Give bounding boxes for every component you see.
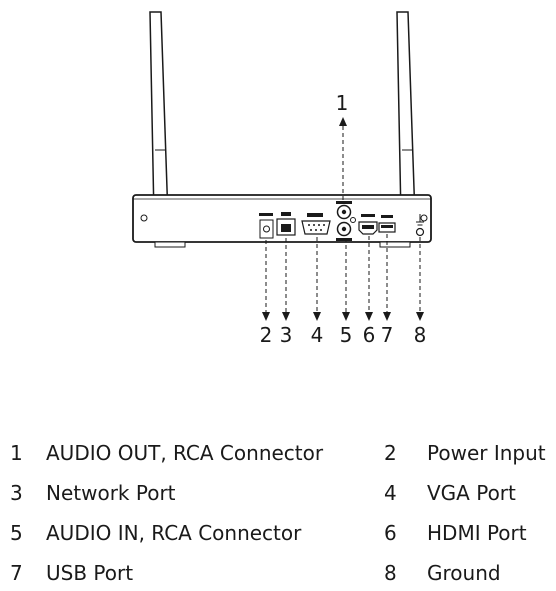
legend-number: 4 bbox=[384, 481, 397, 505]
callout-number-3: 3 bbox=[280, 323, 293, 347]
arrowhead-2 bbox=[262, 312, 270, 321]
arrowhead-7 bbox=[383, 312, 391, 321]
right-antenna bbox=[396, 11, 416, 219]
arrowhead-3 bbox=[282, 312, 290, 321]
nvr-rear-panel-diagram: 1 2 3 4 5 6 7 8 bbox=[132, 11, 432, 347]
callout-number-6: 6 bbox=[363, 323, 376, 347]
audio-out-rca-connector bbox=[336, 201, 352, 220]
callout-number-5: 5 bbox=[340, 323, 353, 347]
arrowhead-4 bbox=[313, 312, 321, 321]
legend-number: 3 bbox=[10, 481, 23, 505]
callout-number-4: 4 bbox=[311, 323, 324, 347]
legend-label: Network Port bbox=[46, 481, 176, 505]
legend-number: 1 bbox=[10, 441, 23, 465]
legend-number: 6 bbox=[384, 521, 397, 545]
callout-number-7: 7 bbox=[381, 323, 394, 347]
callout-number-2: 2 bbox=[260, 323, 273, 347]
left-antenna bbox=[149, 11, 169, 219]
arrowhead-6 bbox=[365, 312, 373, 321]
callout-leaders bbox=[265, 123, 421, 314]
legend-row: 5 AUDIO IN, RCA Connector 6 HDMI Port bbox=[0, 518, 556, 548]
vga-port bbox=[301, 213, 331, 235]
legend-label: VGA Port bbox=[427, 481, 516, 505]
arrowhead-5 bbox=[342, 312, 350, 321]
audio-in-rca-connector bbox=[336, 217, 356, 241]
legend-label: HDMI Port bbox=[427, 521, 527, 545]
arrowhead-8 bbox=[416, 312, 424, 321]
arrowhead-1 bbox=[339, 117, 347, 126]
legend-row: 1 AUDIO OUT, RCA Connector 2 Power Input bbox=[0, 438, 556, 468]
legend-label: USB Port bbox=[46, 561, 134, 585]
callout-number-1: 1 bbox=[336, 91, 349, 115]
legend-number: 8 bbox=[384, 561, 397, 585]
power-input-port bbox=[259, 213, 274, 239]
legend-label: Ground bbox=[427, 561, 501, 585]
ground-terminal bbox=[415, 214, 425, 237]
callout-numbers: 1 2 3 4 5 6 7 8 bbox=[260, 91, 427, 347]
legend-label: Power Input bbox=[427, 441, 546, 465]
legend-row: 7 USB Port 8 Ground bbox=[0, 558, 556, 588]
network-port bbox=[276, 212, 296, 236]
callout-number-8: 8 bbox=[414, 323, 427, 347]
legend-label: AUDIO OUT, RCA Connector bbox=[46, 441, 324, 465]
legend-number: 2 bbox=[384, 441, 397, 465]
hdmi-port bbox=[358, 214, 378, 235]
legend-number: 5 bbox=[10, 521, 23, 545]
callout-arrowheads bbox=[262, 117, 424, 321]
legend-label: AUDIO IN, RCA Connector bbox=[46, 521, 302, 545]
usb-port bbox=[378, 215, 396, 233]
legend-number: 7 bbox=[10, 561, 23, 585]
legend-row: 3 Network Port 4 VGA Port bbox=[0, 478, 556, 508]
